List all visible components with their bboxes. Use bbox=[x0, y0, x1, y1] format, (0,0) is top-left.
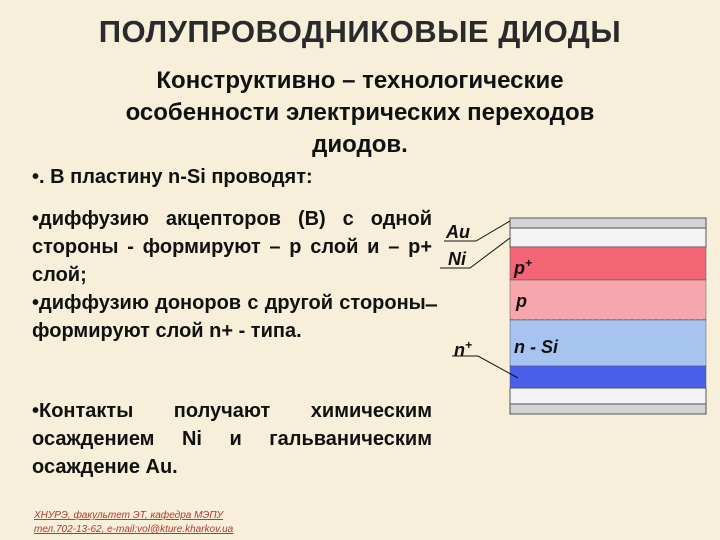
page-title: ПОЛУПРОВОДНИКОВЫЕ ДИОДЫ bbox=[98, 14, 622, 49]
p-label: p bbox=[516, 291, 527, 311]
paragraph-intro: •. В пластину n-Si проводят: bbox=[32, 166, 313, 188]
subtitle-line-1: Конструктивно – технологические bbox=[156, 67, 564, 94]
paragraph-contacts: •Контакты получают химическим осаждением… bbox=[32, 400, 432, 478]
footer-credits: ХНУРЭ, факультет ЭТ, кафедра МЭПУ тел.70… bbox=[34, 509, 233, 537]
ni-layer-bottom bbox=[509, 387, 707, 405]
n-plus-leader-line bbox=[452, 355, 519, 379]
subtitle: Конструктивно – технологические особенно… bbox=[70, 65, 650, 161]
p-layer bbox=[509, 279, 707, 321]
paragraph-acceptor-diffusion: •диффузию акцепторов (В) с одной стороны… bbox=[32, 208, 432, 286]
p-plus-layer bbox=[509, 246, 707, 281]
n-si-label: n - Si bbox=[514, 337, 558, 357]
au-leader-line bbox=[444, 220, 511, 242]
ni-leader-line bbox=[440, 237, 511, 269]
footer-line-1: ХНУРЭ, факультет ЭТ, кафедра МЭПУ bbox=[34, 510, 224, 521]
n-si-layer bbox=[509, 319, 707, 367]
n-plus-layer bbox=[509, 365, 707, 389]
ni-layer-top bbox=[509, 227, 707, 248]
ni-label: Ni bbox=[448, 249, 466, 269]
au-layer-top bbox=[509, 217, 707, 229]
au-layer-bottom bbox=[509, 403, 707, 415]
paragraph-donor-diffusion: •диффузию доноров с другой стороны ̶ фор… bbox=[32, 292, 432, 342]
n-plus-label: n+ bbox=[454, 338, 473, 360]
au-label: Au bbox=[446, 222, 470, 242]
subtitle-line-3: диодов. bbox=[312, 131, 408, 158]
footer-line-2: тел.702-13-62, e-mail:vol@kture.kharkov.… bbox=[34, 524, 234, 535]
subtitle-line-2: особенности электрических переходов bbox=[125, 99, 595, 126]
p-plus-label: p+ bbox=[514, 256, 533, 278]
